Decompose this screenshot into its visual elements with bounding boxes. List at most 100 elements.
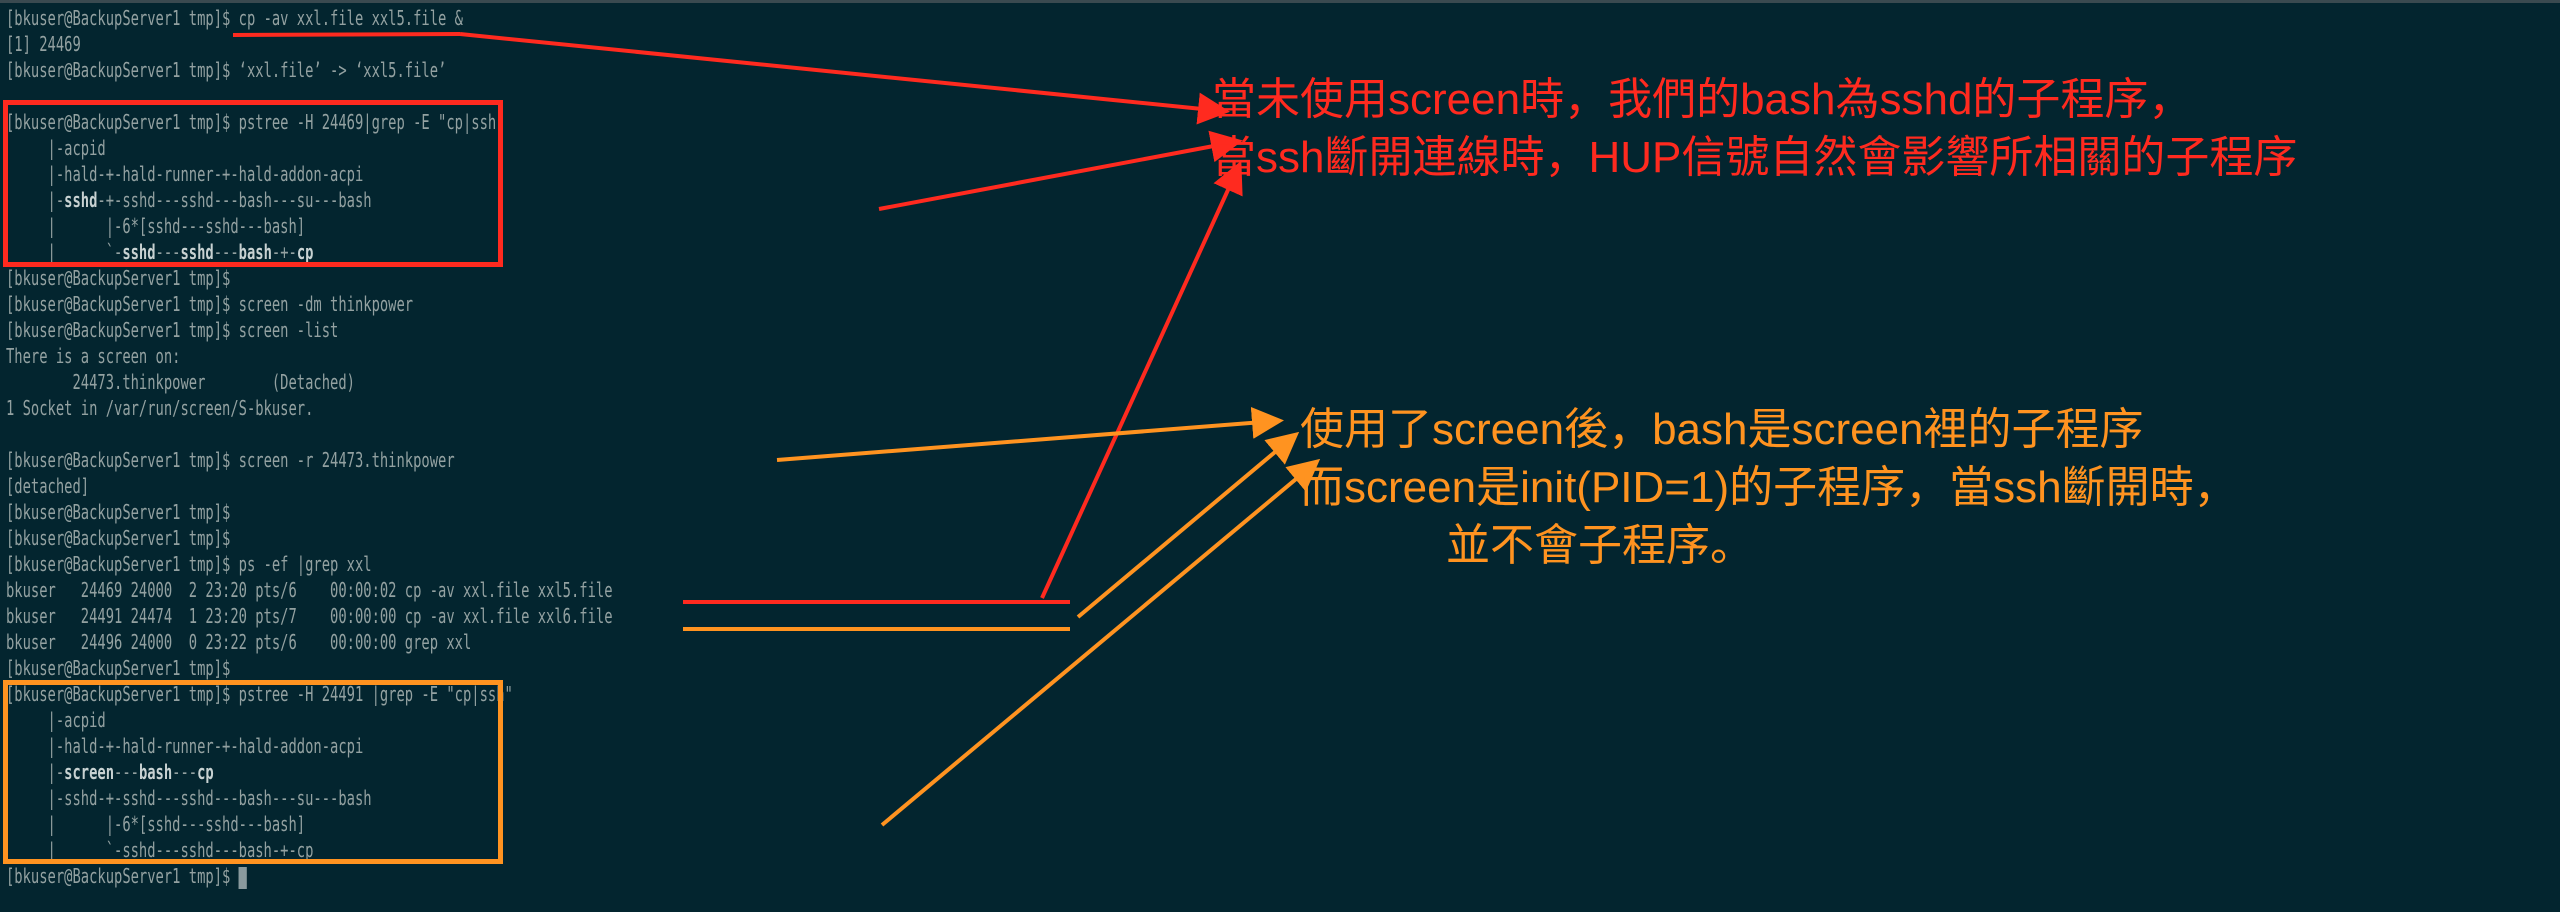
- terminal-line: bkuser 24491 24474 1 23:20 pts/7 00:00:0…: [6, 603, 613, 629]
- terminal-line: bkuser 24496 24000 0 23:22 pts/6 00:00:0…: [6, 629, 471, 655]
- shell-prompt: [bkuser@BackupServer1 tmp]$: [6, 500, 231, 524]
- highlighted-process: cp: [296, 240, 314, 264]
- terminal-line: [bkuser@BackupServer1 tmp]$: [6, 863, 247, 889]
- output-text: | `-sshd---sshd---bash-+-cp: [6, 838, 314, 862]
- terminal-line: |-hald-+-hald-runner-+-hald-addon-acpi: [6, 733, 364, 759]
- shell-prompt: [bkuser@BackupServer1 tmp]$: [6, 110, 231, 134]
- output-text: | `-: [6, 240, 123, 264]
- shell-prompt: [bkuser@BackupServer1 tmp]$: [6, 526, 231, 550]
- command-text: pstree -H 24469|grep -E "cp|ssh": [238, 110, 505, 134]
- output-text: |-hald-+-hald-runner-+-hald-addon-acpi: [6, 734, 364, 758]
- output-text: |-: [6, 760, 65, 784]
- output-text: [detached]: [6, 474, 90, 498]
- highlighted-process: screen: [64, 760, 115, 784]
- orange-note-line: 使用了screen後，bash是screen裡的子程序: [1300, 405, 2144, 454]
- terminal-line: [bkuser@BackupServer1 tmp]$ pstree -H 24…: [6, 681, 513, 707]
- command-text: screen -r 24473.thinkpower: [238, 448, 455, 472]
- orange-arrow: [776, 406, 1284, 462]
- output-text: |-acpid: [6, 708, 106, 732]
- terminal-line: |-acpid: [6, 707, 106, 733]
- output-text: ---: [213, 240, 239, 264]
- shell-prompt: [bkuser@BackupServer1 tmp]$: [6, 552, 231, 576]
- terminal-line: | |-6*[sshd---sshd---bash]: [6, 213, 306, 239]
- orange-annotation: 使用了screen後，bash是screen裡的子程序 而screen是init…: [1300, 401, 2238, 575]
- shell-prompt: [bkuser@BackupServer1 tmp]$: [6, 58, 231, 82]
- terminal-line: |-sshd-+-sshd---sshd---bash---su---bash: [6, 785, 372, 811]
- terminal-line: 24473.thinkpower (Detached): [6, 369, 355, 395]
- output-text: |-: [6, 188, 65, 212]
- command-text: ‘xxl.file’ -> ‘xxl5.file’: [238, 58, 447, 82]
- terminal-line: [bkuser@BackupServer1 tmp]$: [6, 499, 239, 525]
- shell-prompt: [bkuser@BackupServer1 tmp]$: [6, 318, 231, 342]
- terminal-line: [bkuser@BackupServer1 tmp]$ screen -dm t…: [6, 291, 413, 317]
- output-text: bkuser 24491 24474 1 23:20 pts/7 00:00:0…: [6, 604, 613, 628]
- terminal-line: [bkuser@BackupServer1 tmp]$: [6, 265, 239, 291]
- shell-prompt: [bkuser@BackupServer1 tmp]$: [6, 6, 231, 30]
- window-top-border: [0, 0, 2560, 3]
- terminal-line: [1] 24469: [6, 31, 81, 57]
- terminal-line: |-sshd-+-sshd---sshd---bash---su---bash: [6, 187, 372, 213]
- terminal-line: [bkuser@BackupServer1 tmp]$ cp -av xxl.f…: [6, 5, 463, 31]
- output-text: |-acpid: [6, 136, 106, 160]
- terminal-line: 1 Socket in /var/run/screen/S-bkuser.: [6, 395, 313, 421]
- red-annotation: 當未使用screen時，我們的bash為sshd的子程序， 當ssh斷開連線時，…: [1212, 71, 2298, 187]
- terminal-line: [bkuser@BackupServer1 tmp]$ ps -ef |grep…: [6, 551, 372, 577]
- shell-prompt: [bkuser@BackupServer1 tmp]$: [6, 292, 231, 316]
- terminal-line: There is a screen on:: [6, 343, 180, 369]
- command-text: cp -av xxl.file xxl5.file &: [238, 6, 463, 30]
- terminal-line: [bkuser@BackupServer1 tmp]$: [6, 655, 239, 681]
- highlighted-process: sshd: [64, 188, 98, 212]
- output-text: ---: [114, 760, 139, 784]
- terminal-line: |-screen---bash---cp: [6, 759, 214, 785]
- red-note-line: 當ssh斷開連線時，HUP信號自然會影響所相關的子程序: [1212, 133, 2298, 182]
- terminal-line: [bkuser@BackupServer1 tmp]$ ‘xxl.file’ -…: [6, 57, 446, 83]
- red-underline-cp: [232, 32, 461, 37]
- orange-note-line: 並不會子程序。: [1446, 521, 1754, 570]
- orange-arrow: [1076, 431, 1300, 619]
- terminal-line: |-acpid: [6, 135, 106, 161]
- terminal-line: [bkuser@BackupServer1 tmp]$ screen -list: [6, 317, 338, 343]
- output-text: -+-sshd---sshd---bash---su---bash: [97, 188, 372, 212]
- output-text: 24473.thinkpower (Detached): [6, 370, 355, 394]
- output-text: 1 Socket in /var/run/screen/S-bkuser.: [6, 396, 314, 420]
- red-arrow: [459, 32, 1230, 125]
- red-highlight-box: [3, 100, 503, 267]
- red-note-line: 當未使用screen時，我們的bash為sshd的子程序，: [1212, 75, 2193, 124]
- terminal-line: |-hald-+-hald-runner-+-hald-addon-acpi: [6, 161, 364, 187]
- output-text: | |-6*[sshd---sshd---bash]: [6, 214, 306, 238]
- shell-prompt: [bkuser@BackupServer1 tmp]$: [6, 448, 231, 472]
- terminal-line: | `-sshd---sshd---bash-+-cp: [6, 837, 314, 863]
- output-text: ---: [172, 760, 198, 784]
- shell-prompt: [bkuser@BackupServer1 tmp]$: [6, 266, 231, 290]
- highlighted-process: bash: [238, 240, 272, 264]
- terminal-line: bkuser 24469 24000 2 23:20 pts/6 00:00:0…: [6, 577, 613, 603]
- orange-highlight-box: [3, 680, 503, 864]
- shell-prompt: [bkuser@BackupServer1 tmp]$: [6, 656, 231, 680]
- terminal-line: [bkuser@BackupServer1 tmp]$ screen -r 24…: [6, 447, 455, 473]
- shell-prompt: [bkuser@BackupServer1 tmp]$: [6, 682, 231, 706]
- terminal-line: | `-sshd---sshd---bash-+-cp: [6, 239, 314, 265]
- highlighted-process: cp: [197, 760, 214, 784]
- red-arrow: [878, 130, 1243, 211]
- highlighted-process: bash: [138, 760, 173, 784]
- output-text: bkuser 24496 24000 0 23:22 pts/6 00:00:0…: [6, 630, 472, 654]
- output-text: There is a screen on:: [6, 344, 181, 368]
- highlighted-process: sshd: [180, 240, 214, 264]
- terminal-line: [detached]: [6, 473, 89, 499]
- command-text: screen -list: [238, 318, 339, 342]
- output-text: | |-6*[sshd---sshd---bash]: [6, 812, 306, 836]
- output-text: bkuser 24469 24000 2 23:20 pts/6 00:00:0…: [6, 578, 613, 602]
- output-text: -+-: [271, 240, 297, 264]
- terminal-line: [bkuser@BackupServer1 tmp]$: [6, 525, 239, 551]
- command-text: screen -dm thinkpower: [238, 292, 414, 316]
- red-arrow: [1040, 160, 1243, 599]
- terminal-line: | |-6*[sshd---sshd---bash]: [6, 811, 306, 837]
- terminal-cursor: [238, 866, 247, 889]
- highlighted-process: sshd: [122, 240, 156, 264]
- output-text: |-hald-+-hald-runner-+-hald-addon-acpi: [6, 162, 364, 186]
- output-text: |-sshd-+-sshd---sshd---bash---su---bash: [6, 786, 372, 810]
- output-text: ---: [155, 240, 181, 264]
- output-text: [1] 24469: [6, 32, 81, 56]
- orange-arrow: [880, 458, 1321, 827]
